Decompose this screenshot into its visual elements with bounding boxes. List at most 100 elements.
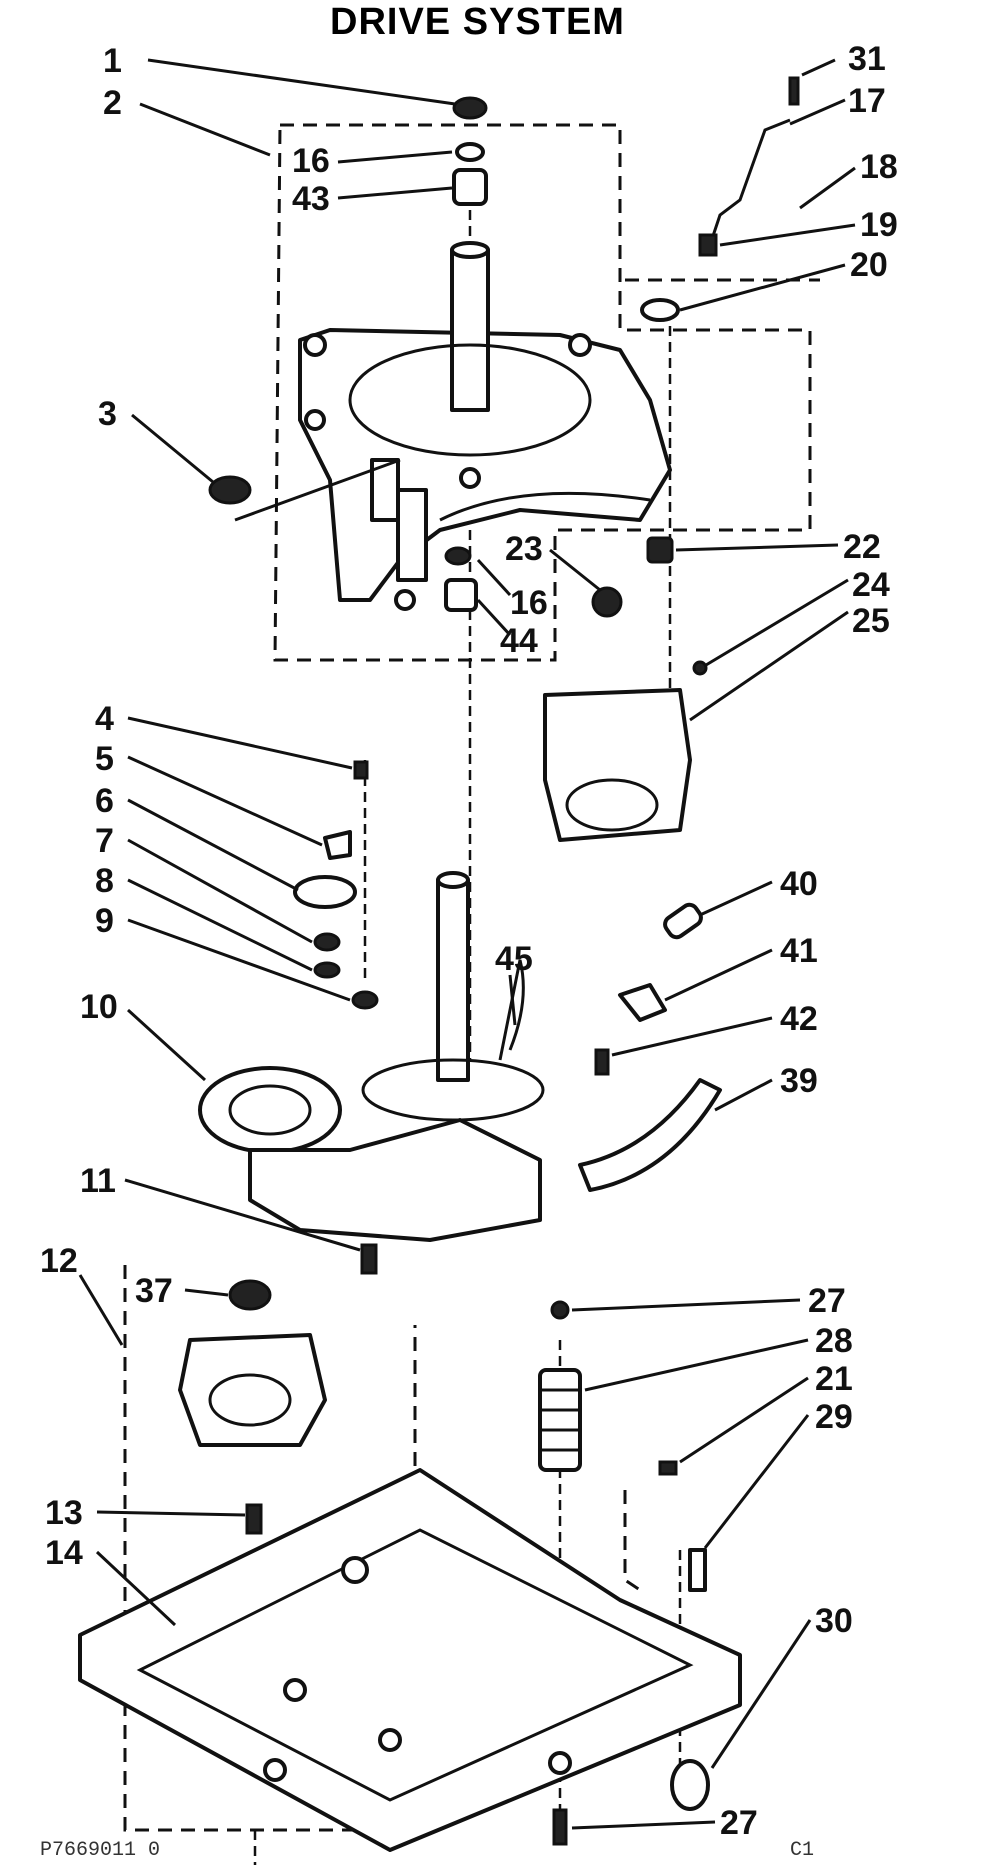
base-hole-icon bbox=[548, 1751, 572, 1775]
screw-icon bbox=[245, 1503, 263, 1535]
base-hole-icon bbox=[378, 1728, 402, 1752]
spring-coil-icon bbox=[542, 1388, 578, 1452]
pin-icon bbox=[788, 76, 800, 106]
clip-icon bbox=[658, 1460, 678, 1476]
clamp-icon bbox=[618, 983, 667, 1022]
callout-7: 7 bbox=[95, 822, 114, 860]
callout-16: 16 bbox=[292, 142, 330, 180]
screw-icon bbox=[594, 1048, 610, 1076]
leader-lines bbox=[78, 58, 856, 1830]
callout-25: 25 bbox=[852, 602, 890, 640]
callout-1: 1 bbox=[103, 42, 122, 80]
callout-42: 42 bbox=[780, 1000, 818, 1038]
callout-8: 8 bbox=[95, 862, 114, 900]
callout-3: 3 bbox=[98, 395, 117, 433]
callout-12: 12 bbox=[40, 1242, 78, 1280]
stud-icon bbox=[688, 1548, 707, 1592]
pump-body-icon bbox=[178, 1333, 327, 1447]
diagram-title: DRIVE SYSTEM bbox=[330, 1, 625, 43]
transmission-assembly-outline bbox=[273, 123, 812, 662]
callout-16: 16 bbox=[510, 584, 548, 622]
centering-spring-icon bbox=[538, 1368, 582, 1472]
bolt-hole-icon bbox=[394, 589, 416, 611]
callout-5: 5 bbox=[95, 740, 114, 778]
snubber-icon bbox=[670, 1759, 710, 1811]
pump-impeller-icon bbox=[208, 1373, 292, 1427]
bolt-hole-icon bbox=[568, 333, 592, 357]
washer-icon bbox=[313, 961, 341, 979]
belt-icon bbox=[498, 959, 525, 1061]
base-hole-icon bbox=[263, 1758, 287, 1782]
base-plate-icon bbox=[78, 1468, 742, 1852]
washer-icon bbox=[208, 475, 252, 505]
screw-icon bbox=[360, 1243, 378, 1275]
base-plate-inner-icon bbox=[136, 1528, 694, 1802]
bolt-hole-icon bbox=[459, 467, 481, 489]
nut-icon bbox=[353, 760, 369, 780]
pulley-icon bbox=[293, 875, 357, 909]
callout-10: 10 bbox=[80, 988, 118, 1026]
callout-19: 19 bbox=[860, 206, 898, 244]
callout-29: 29 bbox=[815, 1398, 853, 1436]
washer-icon bbox=[313, 932, 341, 952]
base-hole-icon bbox=[341, 1556, 369, 1584]
callout-11: 11 bbox=[80, 1162, 116, 1200]
pulley-bolt-icon bbox=[323, 830, 352, 860]
transmission-shaft-icon bbox=[450, 248, 490, 412]
drive-pulley-hub-icon bbox=[228, 1084, 312, 1136]
callout-45: 45 bbox=[495, 940, 533, 978]
bolt-hole-icon bbox=[303, 333, 327, 357]
callout-30: 30 bbox=[815, 1602, 853, 1640]
clip-icon bbox=[698, 233, 718, 257]
brake-shoe-icon bbox=[578, 1078, 722, 1192]
callout-40: 40 bbox=[780, 865, 818, 903]
callout-4: 4 bbox=[95, 700, 114, 738]
shaft-top-icon bbox=[450, 241, 490, 259]
callout-20: 20 bbox=[850, 246, 888, 284]
callout-27: 27 bbox=[808, 1282, 846, 1320]
washer-icon bbox=[455, 142, 485, 162]
callout-31: 31 bbox=[848, 40, 886, 78]
nut-icon bbox=[351, 990, 379, 1010]
bushing-icon bbox=[444, 578, 478, 612]
callout-22: 22 bbox=[843, 528, 881, 566]
washer-icon bbox=[640, 298, 680, 322]
drive-shaft-icon bbox=[436, 878, 470, 1082]
nut-icon bbox=[452, 96, 488, 120]
housing-arm-icon bbox=[439, 491, 651, 522]
callout-9: 9 bbox=[95, 902, 114, 940]
callout-44: 44 bbox=[500, 622, 538, 660]
callout-27: 27 bbox=[720, 1804, 758, 1842]
callout-6: 6 bbox=[95, 782, 114, 820]
callout-37: 37 bbox=[135, 1272, 173, 1310]
callout-43: 43 bbox=[292, 180, 330, 218]
screw-icon bbox=[692, 660, 708, 676]
nut-icon bbox=[591, 586, 623, 618]
footer-right-code: C1 bbox=[790, 1839, 814, 1862]
footer-left-code: P7669011 0 bbox=[40, 1839, 160, 1862]
drive-shaft-top-icon bbox=[436, 871, 470, 889]
callout-21: 21 bbox=[815, 1360, 853, 1398]
gear-housing-icon bbox=[348, 343, 592, 457]
gearcase-body-icon bbox=[248, 1118, 542, 1242]
callout-labels: 1 2 16 43 31 17 18 19 20 3 23 22 24 25 1… bbox=[40, 40, 898, 1842]
callout-17: 17 bbox=[848, 82, 886, 120]
callout-23: 23 bbox=[505, 530, 543, 568]
housing-post-icon bbox=[396, 488, 428, 582]
spring-icon bbox=[663, 902, 703, 940]
drive-wire-icon bbox=[708, 118, 791, 246]
callout-14: 14 bbox=[45, 1534, 83, 1572]
callout-28: 28 bbox=[815, 1322, 853, 1360]
screw-icon bbox=[552, 1808, 568, 1846]
callout-39: 39 bbox=[780, 1062, 818, 1100]
callout-41: 41 bbox=[780, 932, 818, 970]
pump-cap-icon bbox=[228, 1279, 272, 1311]
base-bracket-outline bbox=[623, 1490, 641, 1592]
rivet-icon bbox=[550, 1300, 570, 1320]
callout-24: 24 bbox=[852, 566, 890, 604]
bolt-hole-icon bbox=[304, 409, 326, 431]
bushing-icon bbox=[452, 168, 488, 206]
motor-coupling-icon bbox=[543, 688, 692, 842]
callout-2: 2 bbox=[103, 84, 122, 122]
